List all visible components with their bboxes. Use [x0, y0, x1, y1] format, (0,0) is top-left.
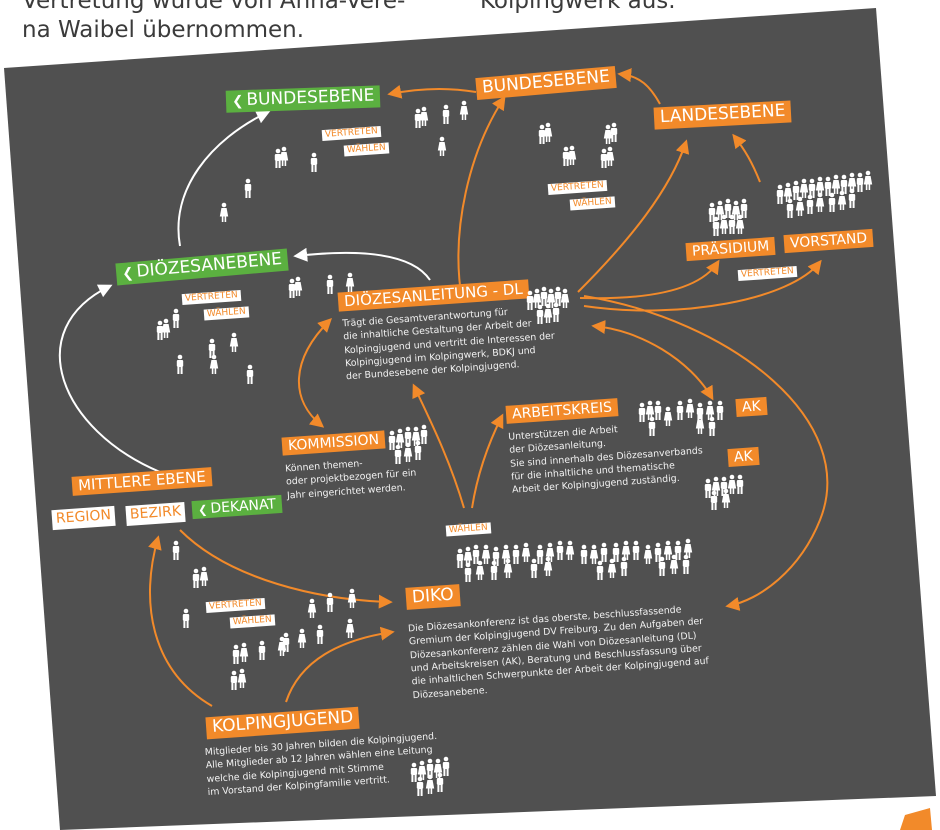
leaf-icon: ❮ — [197, 503, 208, 517]
header-line-1-left: Vertretung wurde von Anna-Vere- — [22, 0, 406, 14]
arrow-dl-to-ak2 — [583, 295, 829, 611]
label-diko: DIKO — [405, 584, 461, 610]
arrow-dl-to-vorstand — [583, 259, 822, 312]
label-ak-2: AK — [727, 446, 760, 468]
leaf-icon: ❮ — [121, 265, 135, 282]
arrow-mittlere-to-dioezesan — [58, 284, 161, 473]
arrow-mittlere-to-diko — [179, 529, 393, 609]
arrow-dl-ak — [591, 320, 714, 401]
header-line-1-right: Kolpingwerk aus. — [480, 0, 676, 14]
arrow-vorstand-to-landes — [732, 133, 761, 183]
arrow-dl-to-bundes — [457, 95, 506, 301]
label-bezirk: BEZIRK — [125, 501, 186, 526]
leaf-icon: ❮ — [231, 93, 244, 110]
arrow-diko-to-ak — [471, 413, 504, 509]
arrow-landes-to-bundes — [617, 68, 661, 105]
arrow-dl-to-landes — [577, 139, 690, 293]
description-arbeitskreis: Unterstützen die Arbeit der Diözesanleit… — [507, 424, 704, 497]
arrow-diko-to-dl — [412, 383, 465, 509]
arrow-dioezesan-to-bundes — [177, 110, 271, 247]
arrow-dl-to-praesidium — [579, 259, 720, 300]
arrow-kj-to-diko — [285, 626, 395, 703]
arrow-kommission-dl — [298, 318, 332, 428]
arrow-kj-to-mittlere — [148, 535, 213, 707]
arrow-bundes-orange-to-green — [387, 84, 477, 99]
header-line-2: na Waibel übernommen. — [22, 17, 305, 43]
arrow-dl-to-dioezesanebene — [293, 247, 431, 281]
label-ak-1: AK — [735, 396, 768, 418]
